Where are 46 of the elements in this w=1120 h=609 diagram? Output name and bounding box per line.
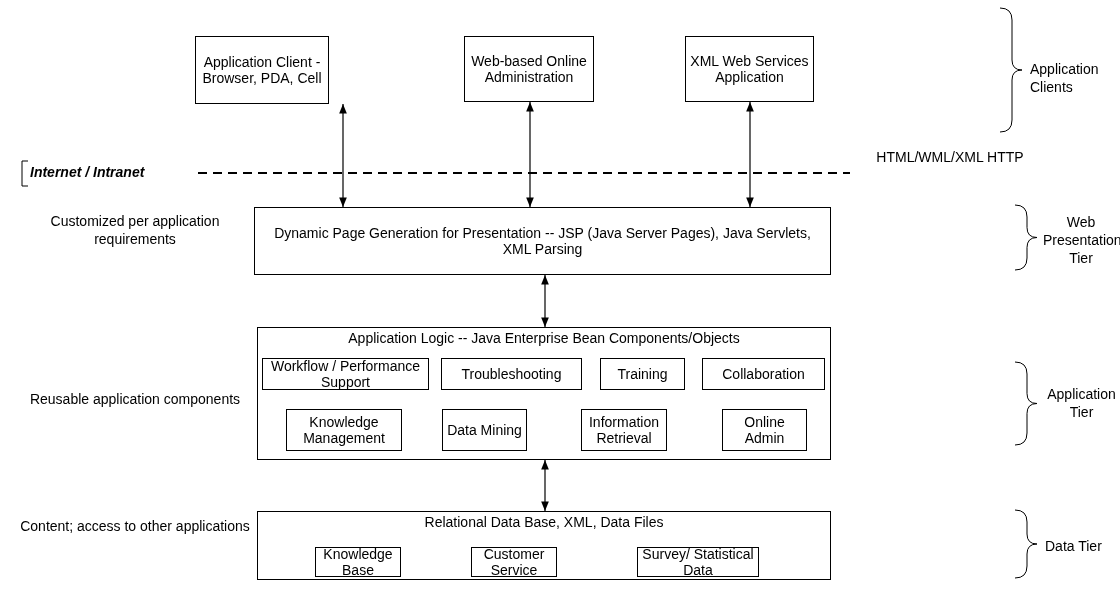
node-text: Knowledge Base — [322, 545, 394, 579]
process-box — [286, 409, 402, 451]
node-text: Online Admin — [743, 413, 786, 447]
annotation-text: HTML/WML/XML HTTP — [875, 148, 1025, 167]
node-text: Application Client - Browser, PDA, Cell — [201, 53, 323, 87]
annotation-text: Data Tier — [1045, 537, 1103, 556]
annotation-text: Internet / Intranet — [30, 163, 146, 182]
double-arrow — [746, 101, 754, 208]
node-text: Web-based Online Administration — [470, 52, 588, 86]
process-box — [441, 358, 582, 390]
node-text: Information Retrieval — [587, 413, 660, 447]
node-text: Troubleshooting — [460, 365, 563, 383]
process-box — [471, 547, 557, 577]
process-box — [722, 409, 807, 451]
annotation-text: Web Presentation Tier — [1043, 213, 1119, 268]
node-text: Dynamic Page Generation for Presentation -- JSP (Java Server Pages), Java Servlets, XML Parsing — [273, 224, 812, 258]
node-text: XML Web Services Application — [689, 52, 810, 86]
node-text: Application Logic -- Java Enterprise Bean Components/Objects — [347, 330, 741, 347]
process-box — [257, 511, 831, 580]
process-box — [464, 36, 594, 102]
node-text: Workflow / Performance Support — [269, 357, 422, 391]
node-text: Knowledge Management — [302, 413, 386, 447]
double-arrow — [339, 103, 347, 208]
annotation-text: Application Clients — [1030, 60, 1100, 97]
double-arrow — [526, 101, 534, 208]
process-box — [702, 358, 825, 390]
process-box — [195, 36, 329, 104]
node-text: Collaboration — [721, 365, 806, 383]
node-text: Relational Data Base, XML, Data Files — [423, 514, 665, 531]
process-box — [257, 327, 831, 460]
node-text: Customer Service — [482, 545, 546, 579]
node-text: Training — [616, 365, 669, 383]
double-arrow — [541, 274, 549, 328]
annotation-text: Application Tier — [1046, 385, 1117, 422]
annotation-text: Customized per application requirements — [49, 212, 221, 249]
process-box — [685, 36, 814, 102]
annotation-text: Content; access to other applications — [19, 517, 251, 536]
process-box — [442, 409, 527, 451]
node-text: Survey/ Statistical Data — [641, 545, 755, 579]
process-box — [254, 207, 831, 275]
node-text: Data Mining — [446, 421, 523, 439]
annotation-text: Reusable application components — [28, 390, 242, 409]
process-box — [600, 358, 685, 390]
process-box — [315, 547, 401, 577]
double-arrow — [541, 459, 549, 512]
process-box — [581, 409, 667, 451]
